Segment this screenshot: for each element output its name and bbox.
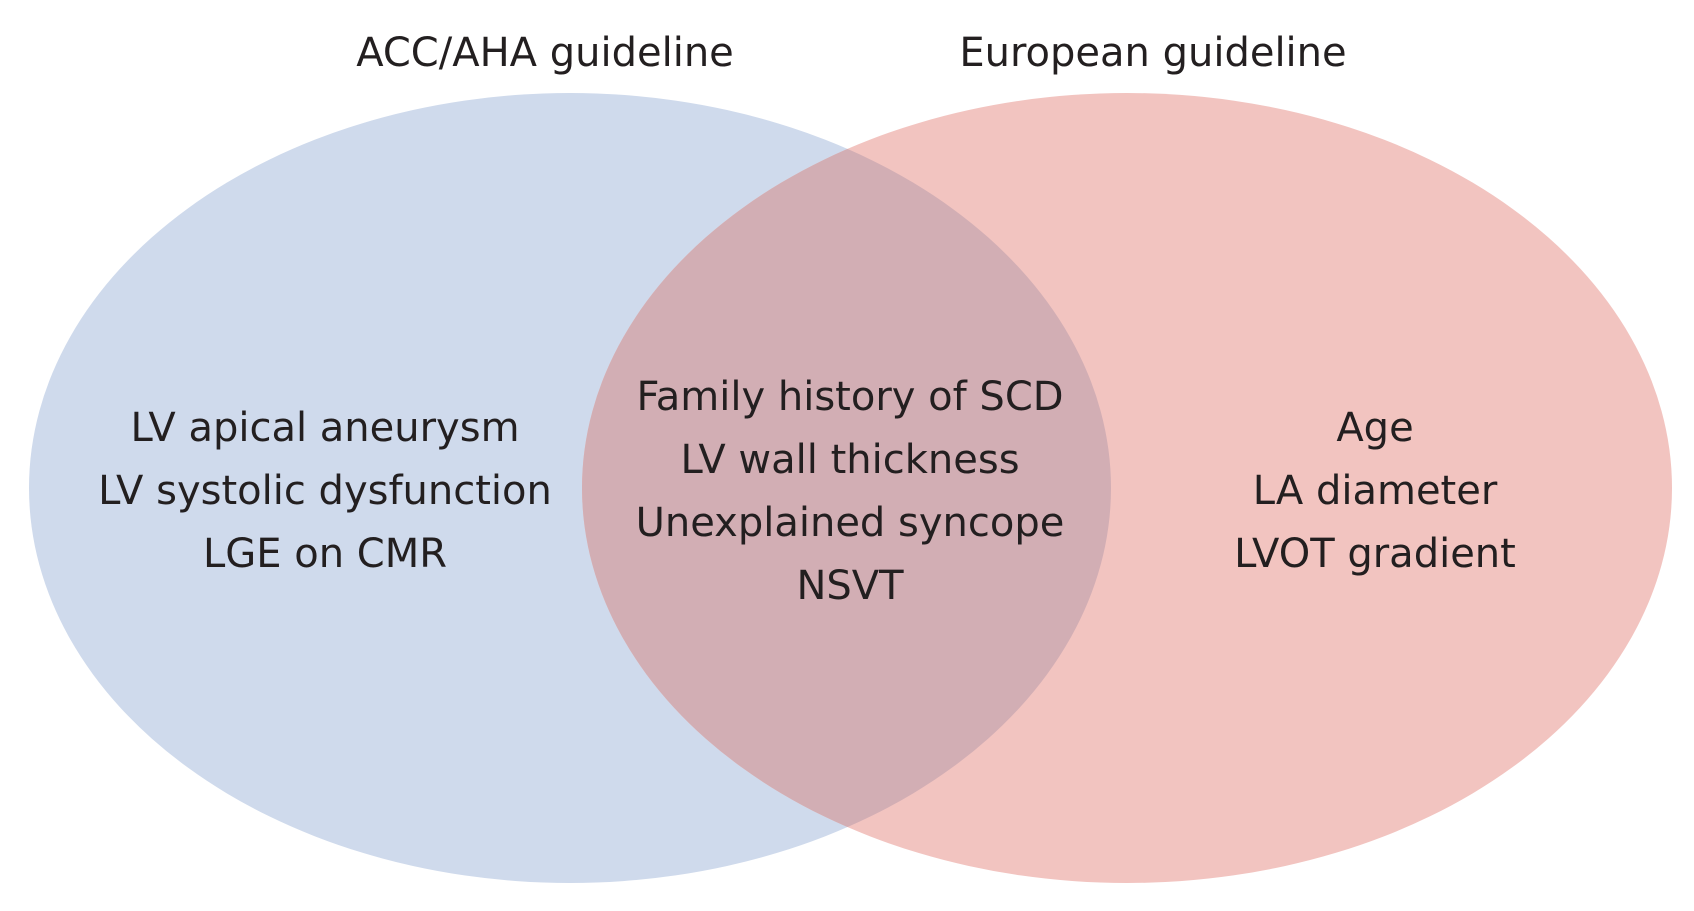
set-left-title: ACC/AHA guideline [356,30,734,76]
set-right-item: LA diameter [1253,468,1498,514]
set-left-items: LV apical aneurysm LV systolic dysfuncti… [98,405,552,577]
intersection-item: NSVT [796,563,904,609]
set-right-item: Age [1336,405,1413,451]
set-right-items: Age LA diameter LVOT gradient [1234,405,1516,577]
set-right-title: European guideline [959,30,1346,76]
intersection-item: Unexplained syncope [636,500,1065,546]
set-left-item: LV systolic dysfunction [98,468,552,514]
intersection-item: Family history of SCD [636,374,1063,420]
set-right-item: LVOT gradient [1234,531,1516,577]
set-left-item: LV apical aneurysm [130,405,519,451]
intersection-items: Family history of SCD LV wall thickness … [636,374,1065,609]
intersection-item: LV wall thickness [680,437,1019,483]
intersection-region [582,93,1111,883]
set-left-item: LGE on CMR [203,531,447,577]
